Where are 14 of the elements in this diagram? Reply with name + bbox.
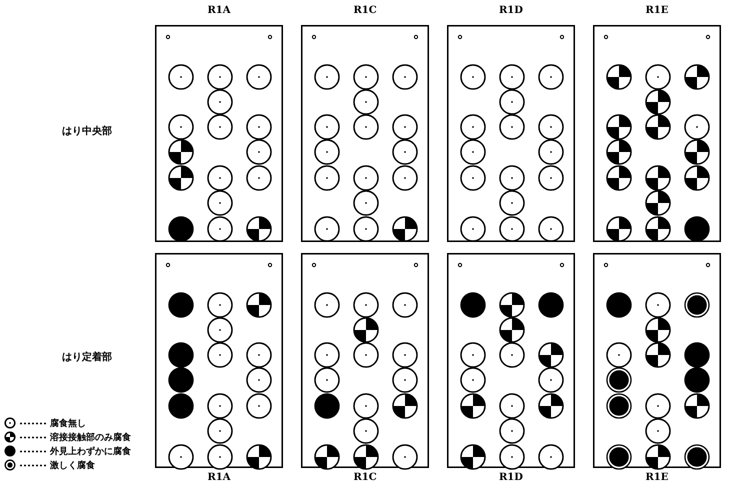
panel-title: R1A <box>208 472 231 483</box>
legend-text: 溶接接触部のみ腐食 <box>50 431 131 444</box>
panel-title: R1D <box>499 472 523 483</box>
row-label: はり定着部 <box>62 350 112 364</box>
panel-title: R1C <box>354 5 377 16</box>
legend-text: 激しく腐食 <box>50 459 95 472</box>
panel-title: R1E <box>646 5 668 16</box>
row-label: はり中央部 <box>62 124 112 138</box>
panel-title: R1C <box>354 472 377 483</box>
legend-text: 外見上わずかに腐食 <box>50 445 131 458</box>
panel-title: R1E <box>646 472 668 483</box>
panel-title: R1A <box>208 5 231 16</box>
panel-title: R1D <box>499 5 523 16</box>
legend-text: 腐食無し <box>50 417 86 430</box>
